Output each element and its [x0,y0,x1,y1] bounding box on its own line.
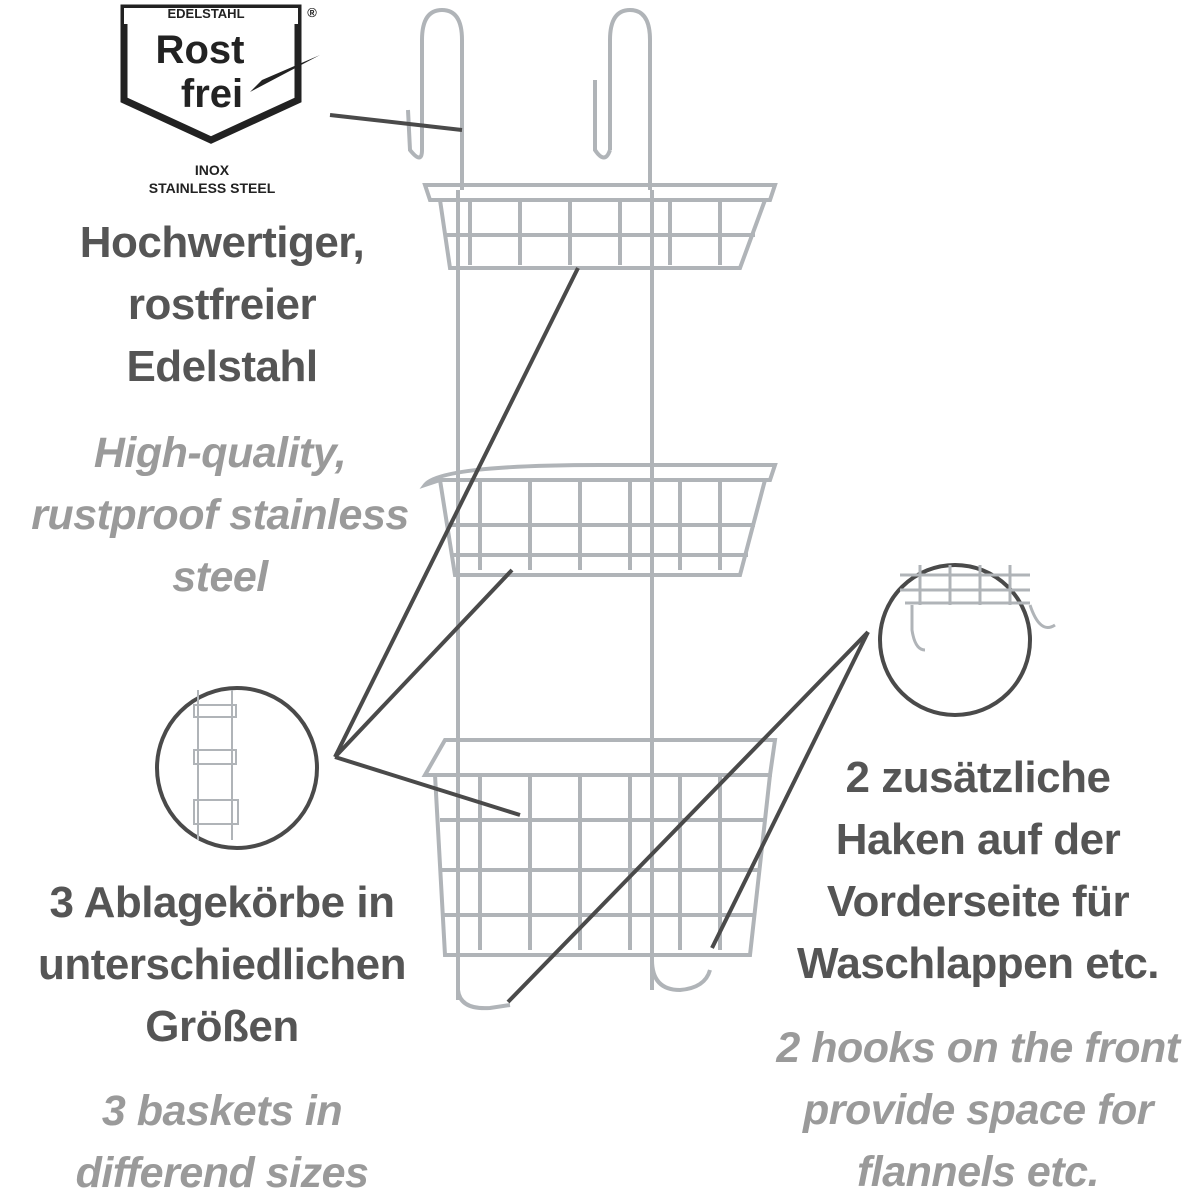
material-subtitle-english: High-quality, rustproof stainless steel [31,422,409,608]
logo-top-label: EDELSTAHL [167,6,245,21]
detail-circle-baskets [155,686,319,850]
material-heading-german: Hochwertiger, rostfreier Edelstahl [79,212,365,398]
text-line: Hochwertiger, [79,218,365,267]
text-line: Haken auf der [835,815,1121,864]
logo-inox: INOX [194,162,230,178]
text-line: 3 baskets in [101,1087,343,1135]
text-line: 2 zusätzliche [845,753,1111,802]
detail-circle-hooks [878,563,1056,717]
hooks-heading-german: 2 zusätzliche Haken auf der Vorderseite … [796,747,1160,995]
baskets-heading-german: 3 Ablagekörbe in unterschiedlichen Größe… [37,872,407,1058]
text-line: 3 Ablagekörbe in [49,878,395,927]
text-line: flannels etc. [856,1148,1100,1196]
rostfrei-logo [120,4,320,144]
logo-registered-mark: ® [307,5,317,20]
text-line: Edelstahl [126,342,318,391]
callout-lines [329,113,870,1004]
text-line: Waschlappen etc. [796,939,1160,988]
text-line: rostfreier [127,280,317,329]
text-line: High-quality, [93,429,347,477]
logo-stainless-steel: STAINLESS STEEL [148,180,276,196]
logo-rost: Rost [155,28,245,72]
baskets-subtitle-english: 3 baskets in differend sizes [76,1080,369,1200]
logo-frei: frei [180,72,244,116]
text-line: unterschiedlichen [37,940,407,989]
text-line: provide space for [803,1086,1153,1134]
text-line: 2 hooks on the front [776,1024,1180,1072]
hooks-subtitle-english: 2 hooks on the front provide space for f… [776,1017,1180,1200]
shower-caddy [406,7,778,1011]
text-line: steel [172,553,268,601]
text-line: Größen [145,1002,299,1051]
text-line: differend sizes [75,1149,369,1197]
text-line: rustproof stainless [31,491,409,539]
text-line: Vorderseite für [826,877,1130,926]
